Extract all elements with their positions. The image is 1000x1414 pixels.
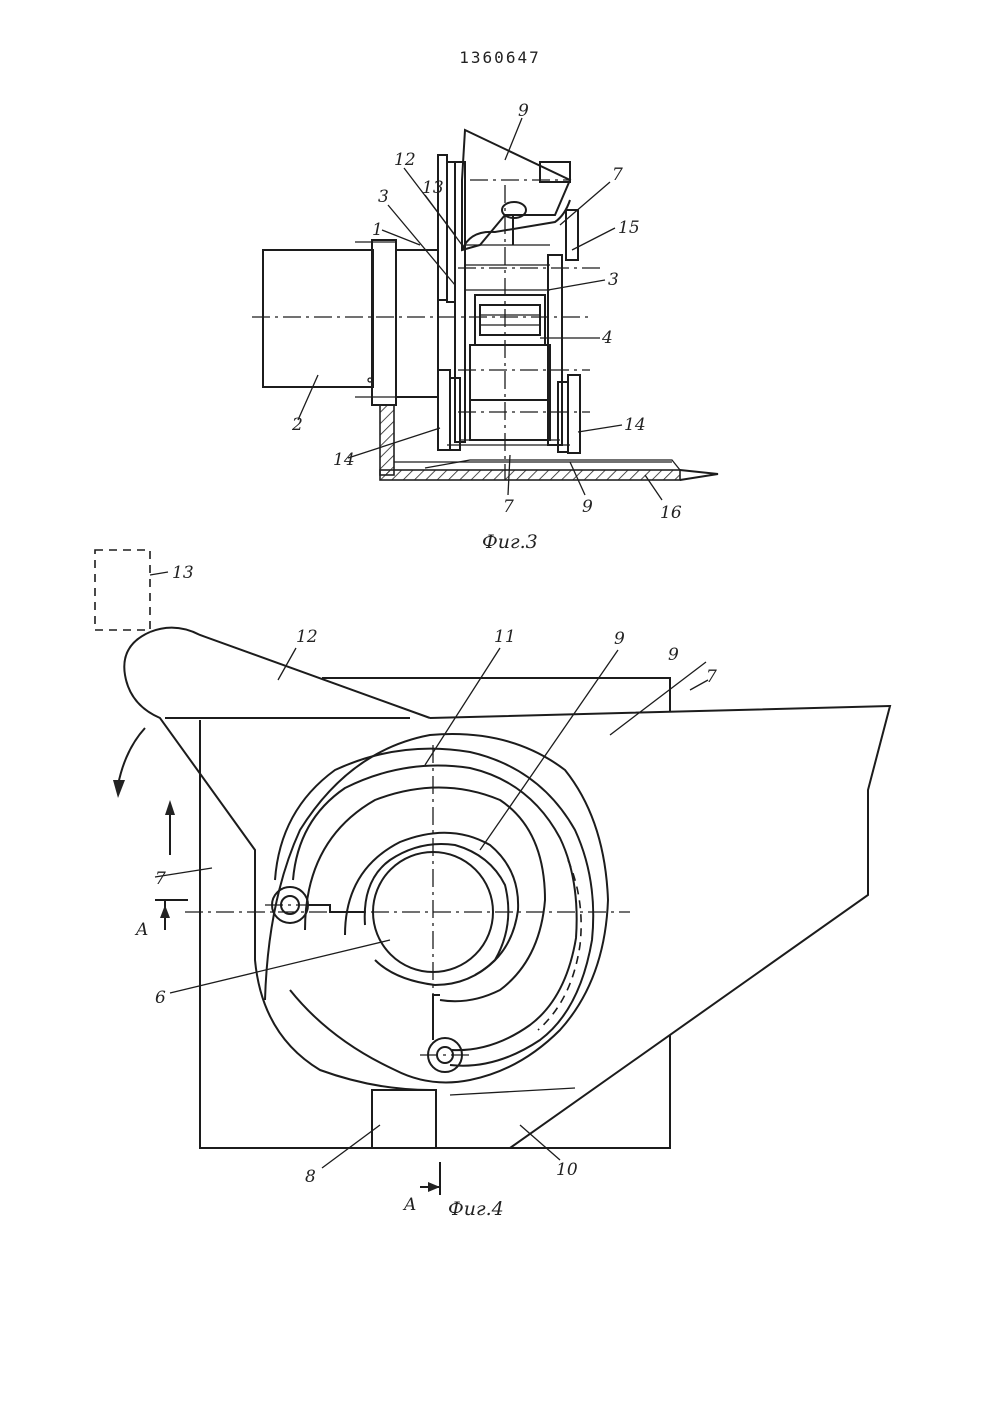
- fig3-label-9-bottom: 9: [582, 497, 593, 517]
- base-plate-16: [380, 470, 680, 480]
- motor-flange: [372, 240, 396, 405]
- fig3-label-3-right: 3: [608, 270, 619, 290]
- fig4-label-7-left: 7: [155, 869, 166, 889]
- fig4-label-8: 8: [305, 1167, 316, 1187]
- fig3-label-16: 16: [660, 503, 682, 523]
- fig3-label-3-left: 3: [378, 187, 389, 207]
- fig3-label-14-left: 14: [333, 450, 355, 470]
- fig4-label-6: 6: [155, 988, 166, 1008]
- fig4-label-11: 11: [494, 627, 516, 647]
- gearbox-1: [396, 250, 438, 397]
- fig3-label-15: 15: [618, 218, 640, 238]
- fig4-label-7-right: 7: [706, 667, 717, 687]
- fig4-caption: Фиг.4: [448, 1198, 504, 1220]
- fig3-label-1: 1: [372, 220, 383, 240]
- fig4-label-9-outer: 9: [668, 645, 679, 665]
- fig3-label-12: 12: [394, 150, 416, 170]
- section-mark-a-left: A: [134, 920, 148, 940]
- fig3-label-2: 2: [291, 415, 303, 435]
- fig4-label-10: 10: [556, 1160, 578, 1180]
- fig3-label-7-top: 7: [612, 165, 623, 185]
- figure-4-drawing: 13 12 11 9 9 7 7 6 8 10 A A Фиг.4: [95, 550, 890, 1220]
- fig3-label-14-right: 14: [624, 415, 646, 435]
- figure-3-drawing: 9 12 13 3 1 7 15 3 4 2 14 14 7 9 16 Фиг.…: [252, 101, 718, 553]
- base-wall: [380, 405, 394, 475]
- fig3-label-9-top: 9: [518, 101, 529, 121]
- figure-4-leaders: [150, 572, 708, 1168]
- motor-housing: [263, 250, 373, 387]
- section-mark-a-bottom: A: [402, 1195, 416, 1215]
- fig3-label-7-bottom: 7: [503, 497, 514, 517]
- fig3-caption: Фиг.3: [482, 531, 538, 553]
- fig4-label-12: 12: [296, 627, 318, 647]
- sensor-13-outline: [95, 550, 150, 630]
- fig4-label-9-inner: 9: [614, 629, 625, 649]
- fig3-label-4: 4: [601, 328, 613, 348]
- fig3-label-13: 13: [422, 178, 444, 198]
- fig4-label-13: 13: [172, 563, 194, 583]
